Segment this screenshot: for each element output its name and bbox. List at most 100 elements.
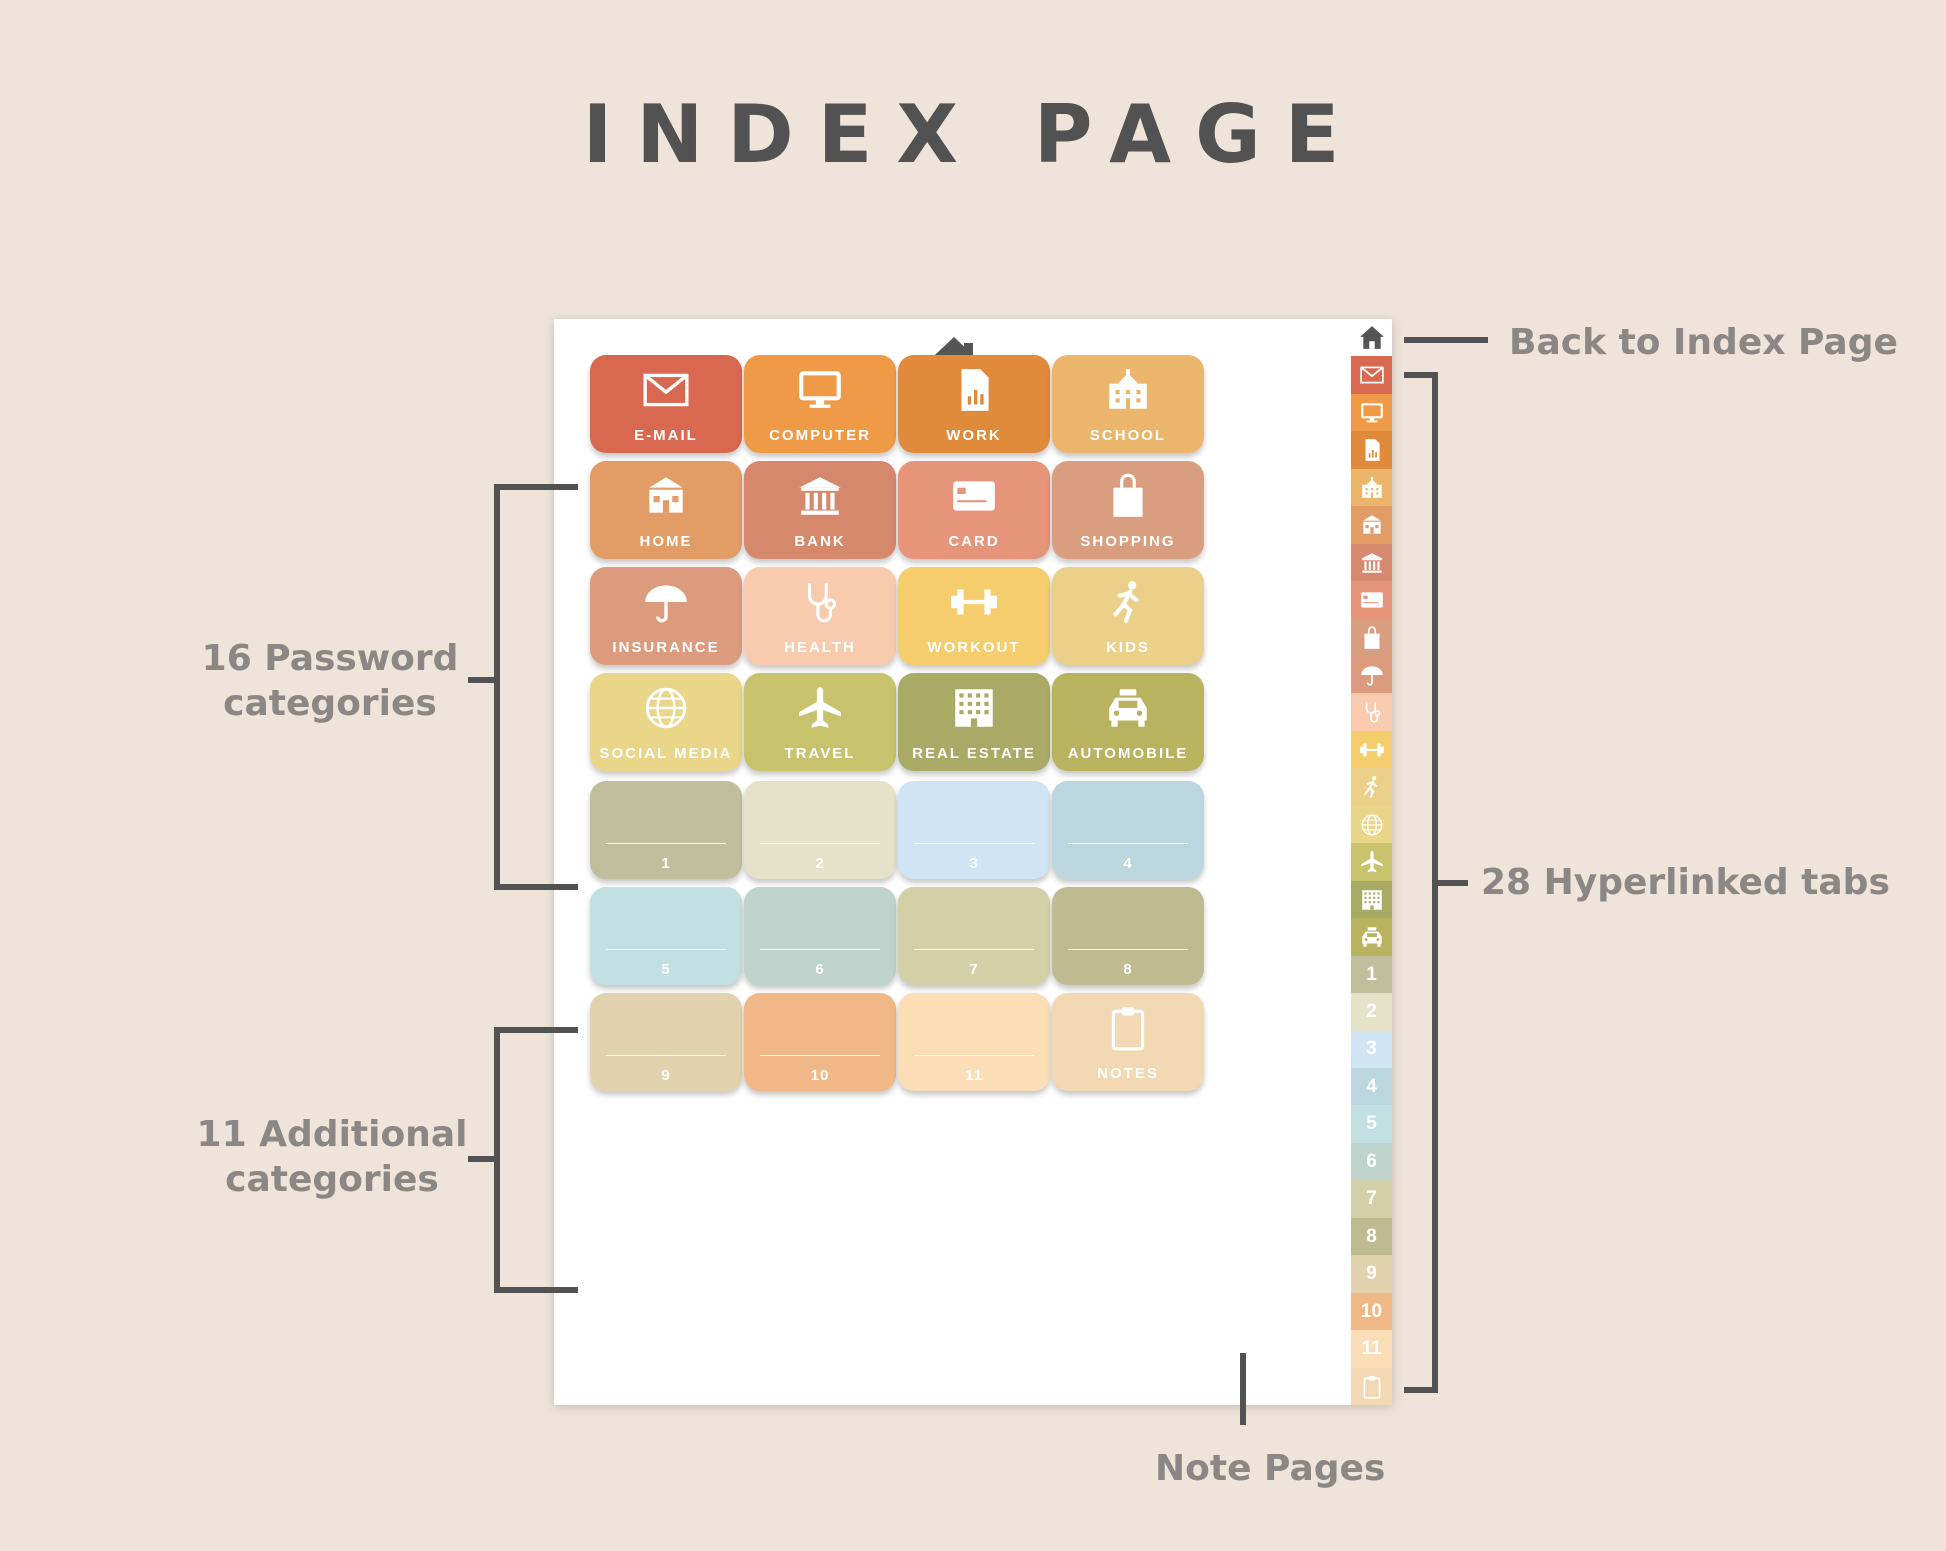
- bank-icon: [1360, 552, 1383, 573]
- tab-globe[interactable]: [1351, 805, 1392, 844]
- notes-pointer-line: [1240, 1353, 1246, 1425]
- tab-stethoscope[interactable]: [1351, 693, 1392, 732]
- shopping-bag-icon: [1113, 473, 1143, 517]
- category-tile-4[interactable]: 4: [1052, 781, 1204, 879]
- tile-label: 9: [661, 1067, 671, 1084]
- category-tile-e-mail[interactable]: E-MAIL: [590, 355, 742, 453]
- house-icon: [649, 477, 683, 513]
- password-annotation-line1: 16 Password: [201, 638, 459, 679]
- tile-title-line: [606, 949, 726, 950]
- category-tile-work[interactable]: WORK: [898, 355, 1050, 453]
- house-icon: [1362, 515, 1381, 534]
- apartment-building-icon: [1361, 889, 1382, 910]
- category-tile-8[interactable]: 8: [1052, 887, 1204, 985]
- tab-dumbbell[interactable]: [1351, 730, 1392, 769]
- category-tile-insurance[interactable]: INSURANCE: [590, 567, 742, 665]
- tab-umbrella[interactable]: [1351, 656, 1392, 694]
- tab-airplane[interactable]: [1351, 843, 1392, 882]
- tab-clipboard[interactable]: [1351, 1367, 1392, 1406]
- category-tile-notes[interactable]: NOTES: [1052, 993, 1204, 1091]
- tab-shopping-bag[interactable]: [1351, 618, 1392, 657]
- category-tile-6[interactable]: 6: [744, 887, 896, 985]
- computer-icon: [799, 371, 841, 408]
- category-tile-7[interactable]: 7: [898, 887, 1050, 985]
- category-tile-9[interactable]: 9: [590, 993, 742, 1091]
- tab-label: 9: [1366, 1263, 1377, 1285]
- mail-icon: [643, 373, 689, 407]
- tab-house[interactable]: [1351, 506, 1392, 545]
- tile-title-line: [760, 949, 880, 950]
- tab-home[interactable]: [1351, 319, 1392, 357]
- tile-label: SHOPPING: [1080, 533, 1176, 550]
- tile-title-line: [1068, 843, 1188, 844]
- tile-title-line: [914, 1055, 1034, 1056]
- tile-label: 3: [969, 855, 979, 872]
- tab-credit-card[interactable]: [1351, 581, 1392, 620]
- additional-annotation-line2: categories: [225, 1159, 439, 1200]
- tab-label: 10: [1360, 1300, 1383, 1322]
- back-to-index-annotation: Back to Index Page: [1509, 322, 1898, 363]
- tab-4[interactable]: 4: [1351, 1067, 1392, 1106]
- bank-icon: [799, 477, 841, 515]
- tile-title-line: [606, 1055, 726, 1056]
- category-tile-card[interactable]: CARD: [898, 461, 1050, 559]
- category-tile-5[interactable]: 5: [590, 887, 742, 985]
- category-tile-1[interactable]: 1: [590, 781, 742, 879]
- tab-9[interactable]: 9: [1351, 1255, 1392, 1294]
- tab-8[interactable]: 8: [1351, 1217, 1392, 1256]
- category-tile-10[interactable]: 10: [744, 993, 896, 1091]
- tile-label: 7: [969, 961, 979, 978]
- tab-document-chart[interactable]: [1351, 431, 1392, 470]
- category-tile-travel[interactable]: TRAVEL: [744, 673, 896, 771]
- globe-icon: [1360, 814, 1383, 836]
- category-tile-11[interactable]: 11: [898, 993, 1050, 1091]
- category-tile-health[interactable]: HEALTH: [744, 567, 896, 665]
- tab-1[interactable]: 1: [1351, 955, 1392, 994]
- category-tile-real-estate[interactable]: REAL ESTATE: [898, 673, 1050, 771]
- category-tile-workout[interactable]: WORKOUT: [898, 567, 1050, 665]
- category-tile-2[interactable]: 2: [744, 781, 896, 879]
- umbrella-icon: [1360, 666, 1383, 686]
- tile-label: 6: [815, 961, 825, 978]
- tab-6[interactable]: 6: [1351, 1142, 1392, 1181]
- tab-label: 8: [1366, 1225, 1377, 1247]
- tab-2[interactable]: 2: [1351, 993, 1392, 1031]
- tab-running-child[interactable]: [1351, 768, 1392, 807]
- tab-10[interactable]: 10: [1351, 1292, 1392, 1331]
- category-tile-home[interactable]: HOME: [590, 461, 742, 559]
- tile-label: SCHOOL: [1089, 427, 1167, 444]
- tab-label: 2: [1366, 1001, 1377, 1023]
- tile-title-line: [914, 949, 1034, 950]
- credit-card-icon: [953, 481, 995, 511]
- tab-apartment-building[interactable]: [1351, 880, 1392, 919]
- tile-title-line: [760, 843, 880, 844]
- tab-bank[interactable]: [1351, 543, 1392, 582]
- category-tile-kids[interactable]: KIDS: [1052, 567, 1204, 665]
- category-tile-automobile[interactable]: AUTOMOBILE: [1052, 673, 1204, 771]
- car-icon: [1109, 689, 1147, 727]
- tile-label: TRAVEL: [784, 745, 856, 762]
- tab-3[interactable]: 3: [1351, 1030, 1392, 1069]
- tab-school-building[interactable]: [1351, 468, 1392, 507]
- dumbbell-icon: [951, 589, 997, 615]
- tile-label: REAL ESTATE: [912, 745, 1036, 762]
- tab-5[interactable]: 5: [1351, 1105, 1392, 1144]
- category-tile-bank[interactable]: BANK: [744, 461, 896, 559]
- tab-label: 4: [1366, 1075, 1377, 1097]
- document-chart-icon: [961, 369, 989, 411]
- category-tile-school[interactable]: SCHOOL: [1052, 355, 1204, 453]
- category-tile-social-media[interactable]: SOCIAL MEDIA: [590, 673, 742, 771]
- apartment-building-icon: [955, 689, 993, 727]
- category-tile-3[interactable]: 3: [898, 781, 1050, 879]
- category-tile-computer[interactable]: COMPUTER: [744, 355, 896, 453]
- tab-11[interactable]: 11: [1351, 1330, 1392, 1369]
- tile-label: 1: [661, 855, 671, 872]
- tab-computer[interactable]: [1351, 393, 1392, 432]
- category-tile-shopping[interactable]: SHOPPING: [1052, 461, 1204, 559]
- running-child-icon: [1113, 581, 1139, 623]
- tab-car[interactable]: [1351, 918, 1392, 957]
- password-annotation-line2: categories: [223, 683, 437, 724]
- tab-mail[interactable]: [1351, 356, 1392, 395]
- clipboard-icon: [1111, 1007, 1145, 1051]
- tab-7[interactable]: 7: [1351, 1180, 1392, 1219]
